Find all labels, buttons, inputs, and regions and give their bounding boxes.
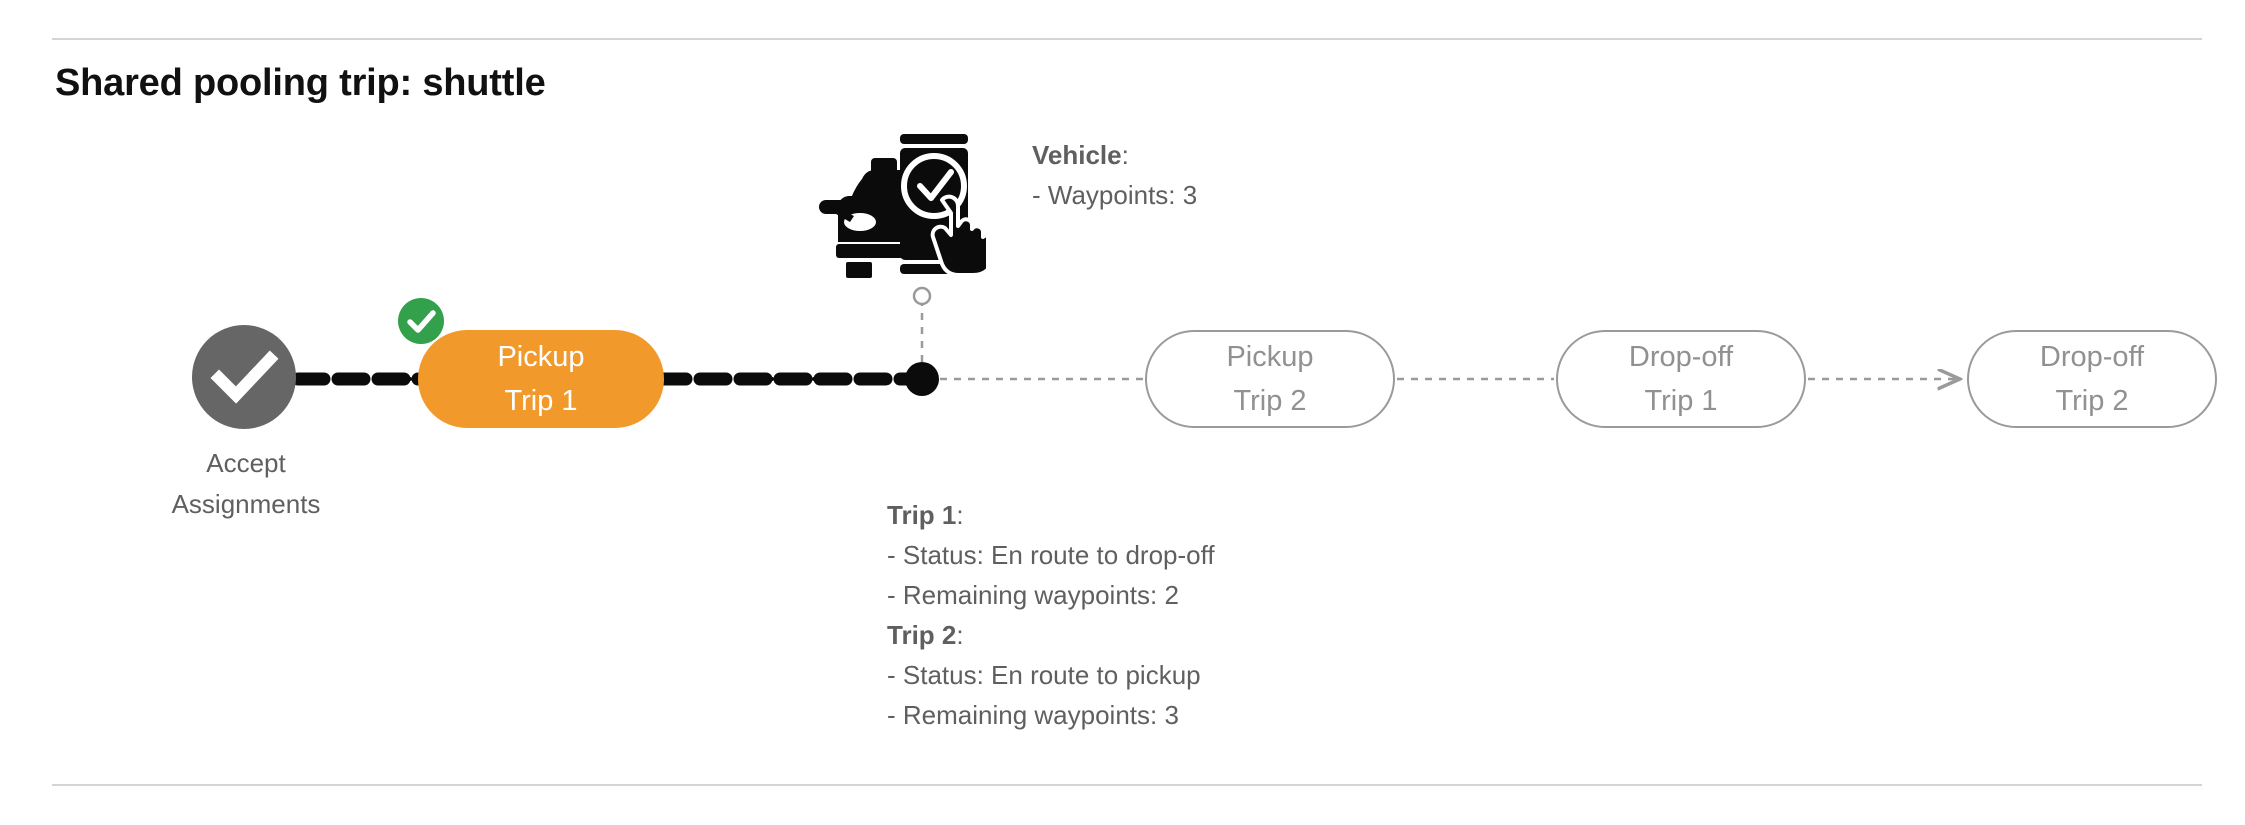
pill-dropoff-trip-2[interactable]: Drop-off Trip 2 [1967, 330, 2217, 428]
page-title: Shared pooling trip: shuttle [55, 62, 546, 104]
trip-2-heading-suffix: : [956, 620, 964, 650]
vehicle-info-heading-suffix: : [1121, 140, 1129, 170]
trip-1-waypoints: - Remaining waypoints: 2 [887, 580, 1179, 610]
accept-assignments-label: Accept Assignments [96, 443, 396, 525]
pill-pickup-trip-2[interactable]: Pickup Trip 2 [1145, 330, 1395, 428]
pill-dropoff-trip-2-line-1: Drop-off [2039, 341, 2145, 373]
vehicle-info-block: Vehicle: - Waypoints: 3 [1032, 135, 1197, 215]
trip-2-heading-row: Trip 2: [887, 615, 1215, 655]
pill-dropoff-trip-1-line-1: Drop-off [1628, 341, 1734, 373]
green-check-badge-icon [398, 298, 444, 344]
vehicle-leader-line [912, 286, 932, 362]
pill-dropoff-trip-1[interactable]: Drop-off Trip 1 [1556, 330, 1806, 428]
trip-1-heading-row: Trip 1: [887, 495, 1215, 535]
trip-info-block: Trip 1: - Status: En route to drop-off -… [887, 495, 1215, 735]
check-circle-icon [210, 350, 279, 404]
trip-1-heading: Trip 1 [887, 500, 957, 530]
vehicle-info-heading-row: Vehicle: [1032, 135, 1197, 175]
trip-2-heading: Trip 2 [887, 620, 957, 650]
vehicle-info-heading: Vehicle [1032, 140, 1122, 170]
pill-pickup-trip-1-line-2: Trip 1 [504, 385, 578, 417]
trip-2-waypoints: - Remaining waypoints: 3 [887, 700, 1179, 730]
pill-pickup-trip-2-line-1: Pickup [1226, 341, 1314, 373]
top-divider [52, 38, 2202, 40]
accept-label-line-2: Assignments [171, 489, 321, 519]
trip-1-heading-suffix: : [956, 500, 964, 530]
pill-pickup-trip-1-line-1: Pickup [497, 341, 585, 373]
vehicle-position-dot [905, 362, 939, 396]
bottom-divider [52, 784, 2202, 786]
car-phone-check-icon [819, 134, 986, 278]
pill-pickup-trip-1[interactable]: Pickup Trip 1 [418, 330, 664, 428]
trip-2-status: - Status: En route to pickup [887, 660, 1201, 690]
trip-1-status: - Status: En route to drop-off [887, 540, 1215, 570]
accept-label-line-1: Accept [206, 448, 286, 478]
pill-pickup-trip-2-line-2: Trip 2 [1233, 385, 1307, 417]
accept-assignments-node[interactable] [192, 325, 296, 429]
pill-dropoff-trip-1-line-2: Trip 1 [1644, 385, 1718, 417]
pill-dropoff-trip-2-line-2: Trip 2 [2055, 385, 2129, 417]
vehicle-info-waypoints: - Waypoints: 3 [1032, 180, 1198, 210]
